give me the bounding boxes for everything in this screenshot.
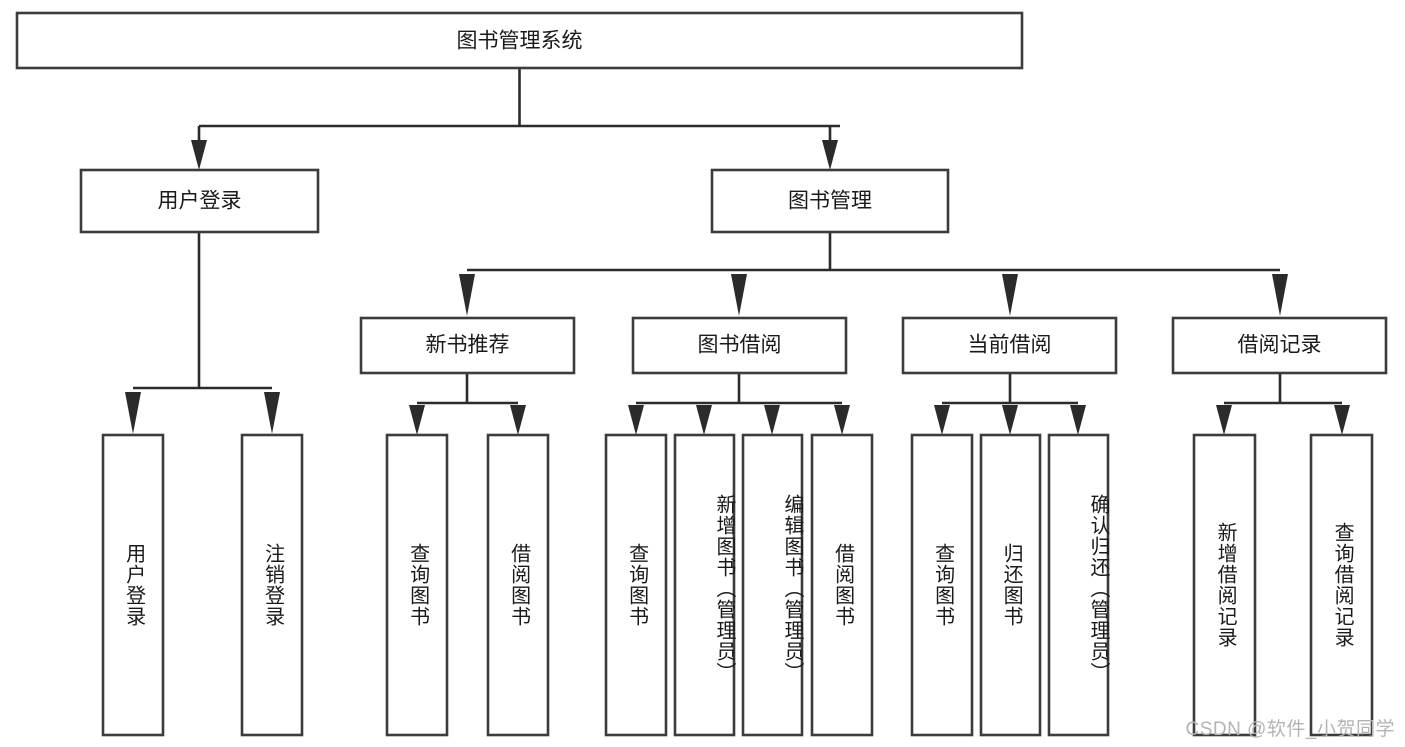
arrow-head-leaf-return-book: [1002, 405, 1018, 435]
csdn-watermark: CSDN @软件_小贺同学: [1185, 719, 1395, 740]
node-leaf-query-book-3[interactable]: [910, 433, 974, 737]
node-leaf-add-book[interactable]: [673, 433, 736, 737]
nodes-layer: 图书管理系统 用户登录 图书管理 新书推荐 图书借阅 当前借阅 借阅记录: [15, 11, 1388, 737]
node-leaf-query-book-1[interactable]: [385, 433, 449, 737]
arrow-head-leaf-user-logout: [264, 392, 280, 434]
arrow-head-leaf-query-book-3: [934, 405, 950, 435]
node-leaf-query-record[interactable]: [1309, 433, 1374, 737]
connectors-layer: [125, 68, 1350, 435]
arrow-head-book-borrow: [731, 274, 747, 316]
arrow-head-leaf-confirm-return: [1070, 405, 1086, 435]
arrow-head-leaf-borrow-book-2: [834, 405, 850, 435]
node-leaf-borrow-book-1[interactable]: [486, 433, 550, 737]
node-book-borrow-label: 图书借阅: [698, 334, 782, 357]
node-current-borrow-label: 当前借阅: [968, 334, 1052, 357]
arrow-head-new-book-recommend: [459, 274, 475, 316]
node-new-book-recommend-label: 新书推荐: [426, 334, 510, 357]
arrow-head-leaf-query-book-1: [409, 405, 425, 435]
arrow-head-leaf-borrow-book-1: [510, 405, 526, 435]
node-current-borrow[interactable]: [901, 316, 1118, 375]
node-user-login-label: 用户登录: [158, 190, 242, 213]
node-leaf-confirm-return[interactable]: [1047, 433, 1110, 737]
arrow-head-leaf-add-book: [696, 405, 712, 435]
node-book-manage[interactable]: [710, 168, 950, 234]
node-leaf-query-book-2[interactable]: [604, 433, 668, 737]
arrow-head-current-borrow: [1002, 274, 1018, 316]
arrow-head-leaf-query-book-2: [628, 405, 644, 435]
node-root[interactable]: [15, 11, 1024, 70]
node-book-manage-label: 图书管理: [788, 190, 872, 213]
node-borrow-record-label: 借阅记录: [1238, 334, 1322, 357]
node-leaf-return-book[interactable]: [979, 433, 1042, 737]
node-new-book-recommend[interactable]: [359, 316, 576, 375]
node-book-borrow[interactable]: [631, 316, 848, 375]
arrow-head-leaf-user-login: [125, 392, 141, 434]
arrow-head-leaf-edit-book: [764, 405, 780, 435]
node-leaf-add-record[interactable]: [1192, 433, 1257, 737]
node-leaf-user-login[interactable]: [101, 433, 165, 737]
node-root-label: 图书管理系统: [457, 30, 583, 53]
arrow-head-user-login: [191, 140, 207, 170]
node-user-login[interactable]: [79, 168, 320, 234]
arrow-head-leaf-add-record: [1216, 405, 1232, 435]
node-leaf-user-logout[interactable]: [240, 433, 304, 737]
node-leaf-edit-book[interactable]: [741, 433, 804, 737]
node-borrow-record[interactable]: [1171, 316, 1388, 375]
node-leaf-borrow-book-2[interactable]: [810, 433, 874, 737]
arrow-head-borrow-record: [1272, 274, 1288, 316]
arrow-head-leaf-query-record: [1334, 405, 1350, 435]
arrow-head-book-manage: [822, 140, 838, 170]
